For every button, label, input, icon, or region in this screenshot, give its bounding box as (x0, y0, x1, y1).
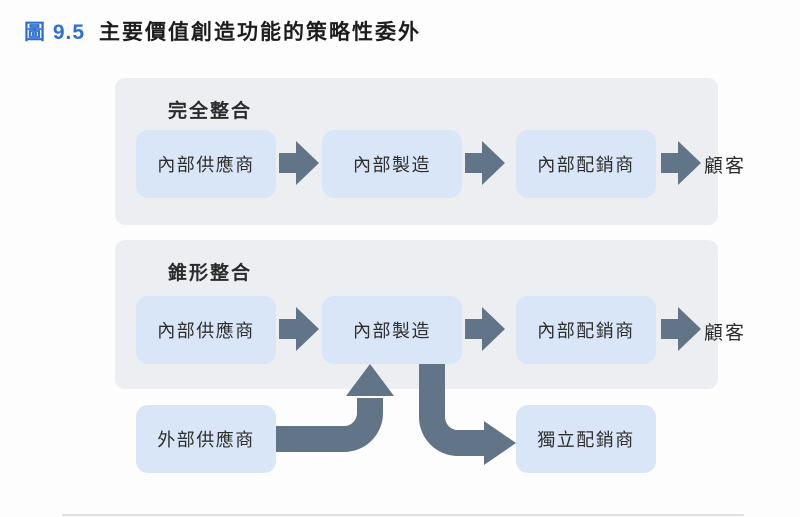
node-independent-distributor: 獨立配銷商 (516, 405, 656, 473)
arrow-right-icon (465, 307, 505, 351)
customer-label-top: 顧客 (704, 156, 747, 177)
panel-full-integration-header: 完全整合 (168, 101, 253, 122)
customer-label-bottom: 顧客 (704, 323, 747, 344)
page-bottom-edge (62, 514, 744, 516)
figure-caption: 圖 9.5 主要價值創造功能的策略性委外 (24, 16, 421, 46)
figure-title: 主要價值創造功能的策略性委外 (99, 21, 422, 44)
node-internal-distributor-top: 內部配銷商 (516, 130, 656, 198)
node-internal-distributor-bottom: 內部配銷商 (516, 296, 656, 364)
arrow-right-icon (661, 141, 701, 185)
arrow-right-icon (465, 141, 505, 185)
arrow-right-icon (661, 307, 701, 351)
figure-number: 圖 9.5 (24, 21, 86, 44)
node-internal-supplier-top: 內部供應商 (136, 130, 276, 198)
node-external-supplier: 外部供應商 (136, 405, 276, 473)
arrow-right-icon (279, 307, 319, 351)
node-internal-manufacturing-top: 內部製造 (322, 130, 462, 198)
node-internal-supplier-bottom: 內部供應商 (136, 296, 276, 364)
panel-taper-integration-header: 錐形整合 (168, 263, 253, 284)
node-internal-manufacturing-bottom: 內部製造 (322, 296, 462, 364)
arrow-right-icon (279, 141, 319, 185)
